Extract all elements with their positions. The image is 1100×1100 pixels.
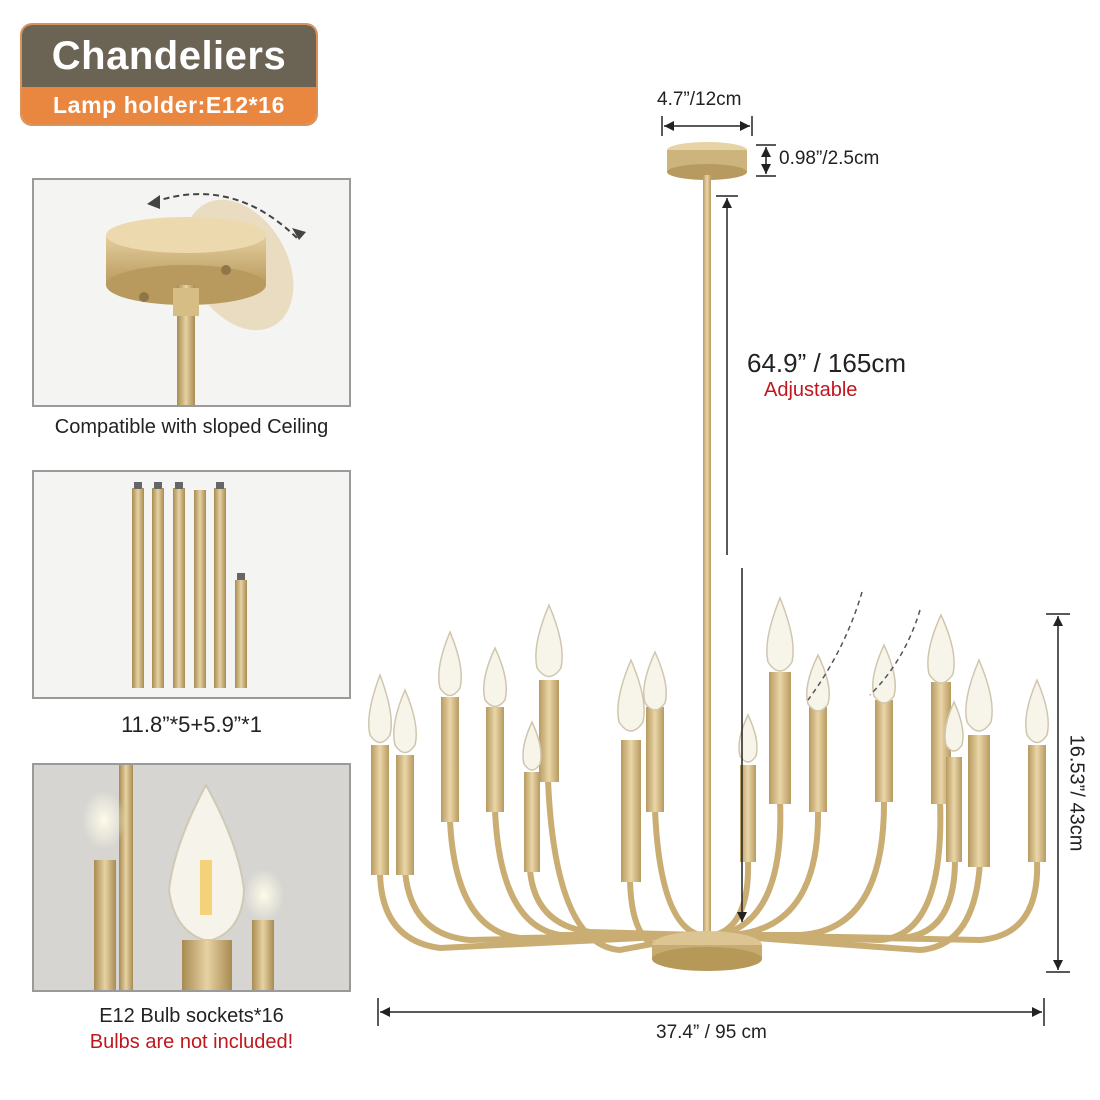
socket	[182, 940, 232, 990]
canopy-caption: Compatible with sloped Ceiling	[54, 416, 329, 438]
center-hub	[652, 931, 762, 971]
long-rods	[132, 482, 226, 688]
rod-adjustable-note: Adjustable	[764, 379, 858, 401]
dimension-lines	[377, 116, 1070, 1026]
hanging-rod	[703, 175, 711, 935]
rods-illustration	[132, 482, 247, 688]
lamp-holder-label: Lamp holder:E12*16	[22, 87, 316, 124]
short-rod	[235, 573, 247, 688]
sockets-detail-panel	[32, 763, 351, 992]
tilt-indicator	[807, 591, 921, 701]
candle-sleeves	[371, 672, 1046, 882]
canopy	[667, 142, 747, 180]
socket-illustration	[34, 765, 349, 990]
rod-length-label: 64.9” / 165cm	[747, 348, 906, 378]
flame-bulbs	[368, 596, 1049, 771]
product-title: Chandeliers	[22, 25, 316, 87]
rods-caption: 11.8”*5+5.9”*1	[121, 712, 262, 737]
canopy-detail-panel	[32, 178, 351, 407]
title-badge: Chandeliers Lamp holder:E12*16	[22, 25, 316, 124]
canopy-width-label: 4.7”/12cm	[657, 89, 742, 110]
sockets-caption: E12 Bulb sockets*16	[99, 1005, 284, 1027]
body-height-label: 16.53”/ 43cm	[1065, 734, 1088, 852]
dimension-arrowheads	[380, 121, 1063, 1017]
canopy-illustration	[106, 193, 306, 405]
rods-detail-panel	[32, 470, 351, 699]
body-width-label: 37.4” / 95 cm	[656, 1022, 767, 1043]
bulbs-not-included-note: Bulbs are not included!	[89, 1031, 294, 1053]
canopy-height-label: 0.98”/2.5cm	[779, 148, 880, 169]
